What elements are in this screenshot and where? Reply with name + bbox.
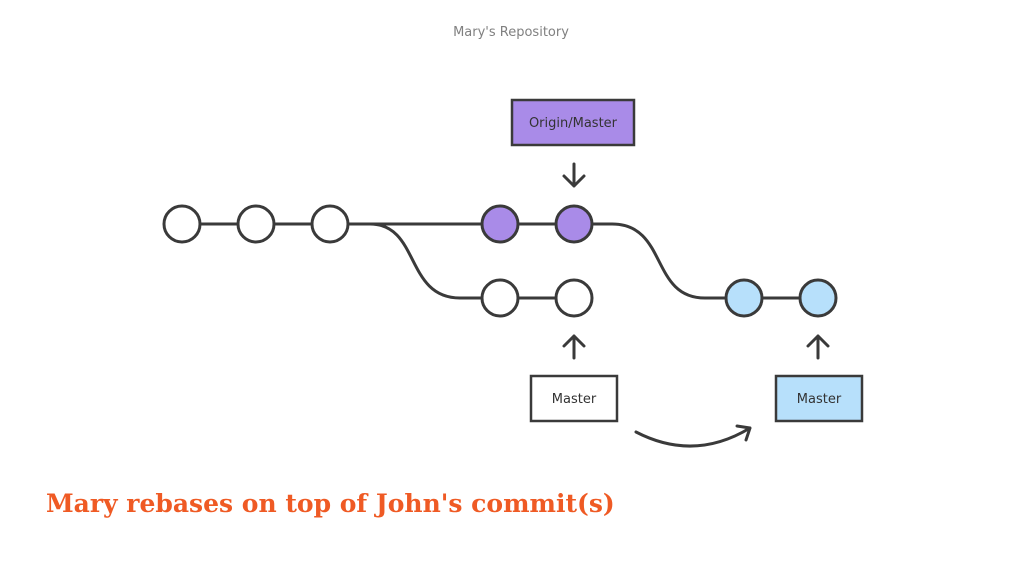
local-branch-curve xyxy=(368,222,576,300)
master-new-box xyxy=(774,374,864,423)
origin-commit-2 xyxy=(554,204,594,244)
master-label-new: Master xyxy=(774,374,864,423)
origin-master-box xyxy=(510,98,636,147)
master-label-old: Master xyxy=(529,374,619,423)
curved-arrow-icon xyxy=(634,424,752,448)
commit-2 xyxy=(236,204,276,244)
rebased-commit-2 xyxy=(798,278,838,318)
local-commit-2 xyxy=(554,278,594,318)
arrow-up-icon xyxy=(562,334,586,360)
master-new-text: Master xyxy=(797,392,842,407)
origin-commit-1 xyxy=(480,204,520,244)
rebased-commit-1 xyxy=(724,278,764,318)
diagram-title: Mary's Repository xyxy=(453,25,569,40)
slide-caption: Mary rebases on top of John's commit(s) xyxy=(46,489,615,518)
origin-master-text: Origin/Master xyxy=(529,116,618,131)
rebased-branch-curve xyxy=(572,222,820,300)
arrow-up-icon xyxy=(806,334,830,360)
master-old-text: Master xyxy=(552,392,597,407)
commit-3 xyxy=(310,204,350,244)
local-commit-1 xyxy=(480,278,520,318)
commit-1 xyxy=(162,204,202,244)
arrow-down-icon xyxy=(562,162,586,188)
origin-master-label: Origin/Master xyxy=(510,98,636,147)
master-old-box xyxy=(529,374,619,423)
commits xyxy=(162,204,838,318)
